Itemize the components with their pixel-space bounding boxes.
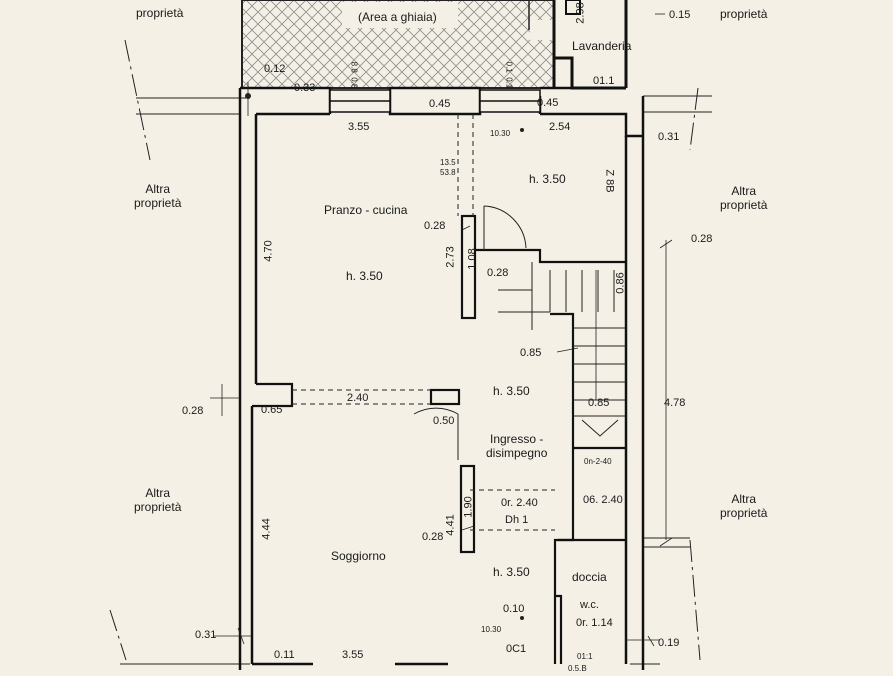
door-swings (413, 205, 527, 460)
dim-470: 4.70 (262, 240, 275, 262)
dim-011b: 01:1 (577, 652, 593, 661)
dim-108: 1.08 (466, 248, 479, 270)
dim-019: 0.19 (658, 637, 680, 649)
dim-010: 0.10 (503, 603, 525, 615)
dim-273: 2.73 (444, 246, 457, 268)
dim-028a: 0.28 (424, 220, 446, 232)
door-label-4: 06. 2.40 (583, 494, 623, 506)
dim-085b: 0.85 (588, 397, 610, 409)
room-doccia: doccia (572, 570, 607, 584)
courtyard-label: (Area a ghiaia) (358, 10, 437, 24)
dim-1030a: 10.30 (490, 129, 511, 138)
dim-065: 0.65 (261, 404, 283, 416)
dim-1030b: 10.30 (481, 625, 502, 634)
door-label-2: Dh 1 (505, 514, 529, 526)
dim-355b: 3.55 (342, 649, 364, 661)
outer-walls (238, 86, 645, 670)
dim-135: 13.5 (440, 158, 456, 167)
dim-05b: 0.5.B (568, 664, 587, 673)
dim-028b: 0.28 (487, 267, 509, 279)
dim-045b: 0.45 (537, 97, 559, 109)
dim-444: 4.44 (260, 518, 273, 540)
dim-012: 0.12 (264, 63, 286, 75)
dim-298: 2.98 (574, 2, 587, 24)
room-wc: w.c. (580, 599, 599, 611)
room-ingresso: Ingresso -disimpegno (486, 432, 548, 460)
lavanderia-code: 01.1 (593, 75, 615, 87)
pranzo-height: h. 3.50 (346, 269, 383, 283)
dim-254: 2.54 (549, 121, 571, 133)
dim-033: 0.33 (294, 82, 316, 94)
neighbor-top-right: proprietà (720, 7, 768, 21)
dim-538: 53.8 (440, 168, 456, 177)
dim-028e: 0.28 (422, 531, 444, 543)
dim-441: 4.41 (444, 514, 457, 536)
dim-355a: 3.55 (348, 121, 370, 133)
courtyard-code-b: 0.1 0.1 (504, 61, 514, 89)
soggiorno-height: h. 3.50 (493, 565, 530, 579)
dim-031b: 0.31 (195, 629, 217, 641)
studio-height: h. 3.50 (529, 172, 566, 186)
dim-478: 4.78 (664, 397, 686, 409)
dim-086: 0.86 (614, 272, 627, 294)
dim-015: 0.15 (669, 9, 691, 21)
dim-028d: 0.28 (182, 405, 204, 417)
dim-028c: 0.28 (691, 233, 713, 245)
ingresso-height: h. 3.50 (493, 384, 530, 398)
dim-085a: 0.85 (520, 347, 542, 359)
dim-045a: 0.45 (429, 98, 451, 110)
studio-code: Z 8B (603, 169, 616, 193)
door-label-3: 0n-2-40 (584, 457, 612, 466)
neighbor-top-left: proprietà (136, 6, 184, 20)
room-lavanderia: Lavanderia (572, 39, 632, 53)
dim-240: 2.40 (347, 392, 369, 404)
dim-190: 1.90 (462, 496, 475, 518)
dim-031a: 0.31 (658, 131, 680, 143)
dim-011: 0.11 (274, 649, 295, 661)
courtyard-code-a: 8.8 0.8 (349, 61, 359, 89)
room-pranzo-cucina: Pranzo - cucina (324, 203, 408, 217)
door-label-1: 0r. 2.40 (501, 497, 538, 509)
wc-height: 0r. 1.14 (576, 617, 613, 629)
dim-0c1: 0C1 (506, 643, 527, 655)
dimension-lines (210, 13, 673, 647)
interior-walls (252, 214, 626, 664)
staircase (498, 262, 626, 437)
room-soggiorno: Soggiorno (331, 549, 386, 563)
dim-050: 0.50 (433, 415, 455, 427)
